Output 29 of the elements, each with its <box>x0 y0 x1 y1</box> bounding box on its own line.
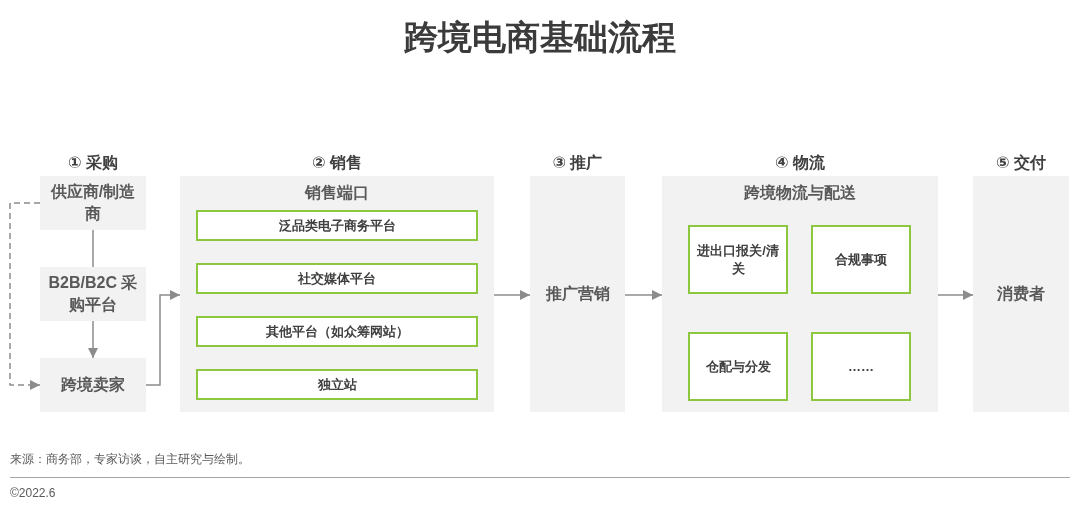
stage-heading: ⑤ 交付 <box>996 153 1046 173</box>
item-box: 进出口报关/清关 <box>688 225 788 294</box>
item-box: 合规事项 <box>811 225 911 294</box>
arrow <box>937 290 974 300</box>
panel-heading: 跨境物流与配送 <box>744 183 856 203</box>
item-box: 仓配与分发 <box>688 332 788 401</box>
panel-heading: 销售端口 <box>305 183 369 203</box>
copyright-text: ©2022.6 <box>10 485 56 501</box>
stage-heading: ④ 物流 <box>775 153 825 173</box>
title: 跨境电商基础流程 <box>404 17 676 58</box>
connector-line <box>92 229 94 268</box>
source-note: 来源：商务部，专家访谈，自主研究与绘制。 <box>10 451 250 467</box>
item-box: 独立站 <box>196 369 478 400</box>
stage-heading: ③ 推广 <box>552 153 603 173</box>
process-box: 跨境卖家 <box>40 358 146 412</box>
process-box: B2B/B2C 采购平台 <box>40 267 146 321</box>
stage-text: 推广营销 <box>545 284 610 304</box>
item-box: 其他平台（如众筹网站） <box>196 316 478 347</box>
arrow <box>9 202 41 390</box>
arrow <box>88 320 98 359</box>
item-box: 社交媒体平台 <box>196 263 478 294</box>
arrow <box>624 290 663 300</box>
arrow <box>145 290 181 386</box>
item-box: 泛品类电子商务平台 <box>196 210 478 241</box>
arrow <box>493 290 531 300</box>
item-box: …… <box>811 332 911 401</box>
stage-heading: ② 销售 <box>312 153 362 173</box>
stage-text: 消费者 <box>997 284 1045 304</box>
process-box: 供应商/制造商 <box>40 176 146 230</box>
